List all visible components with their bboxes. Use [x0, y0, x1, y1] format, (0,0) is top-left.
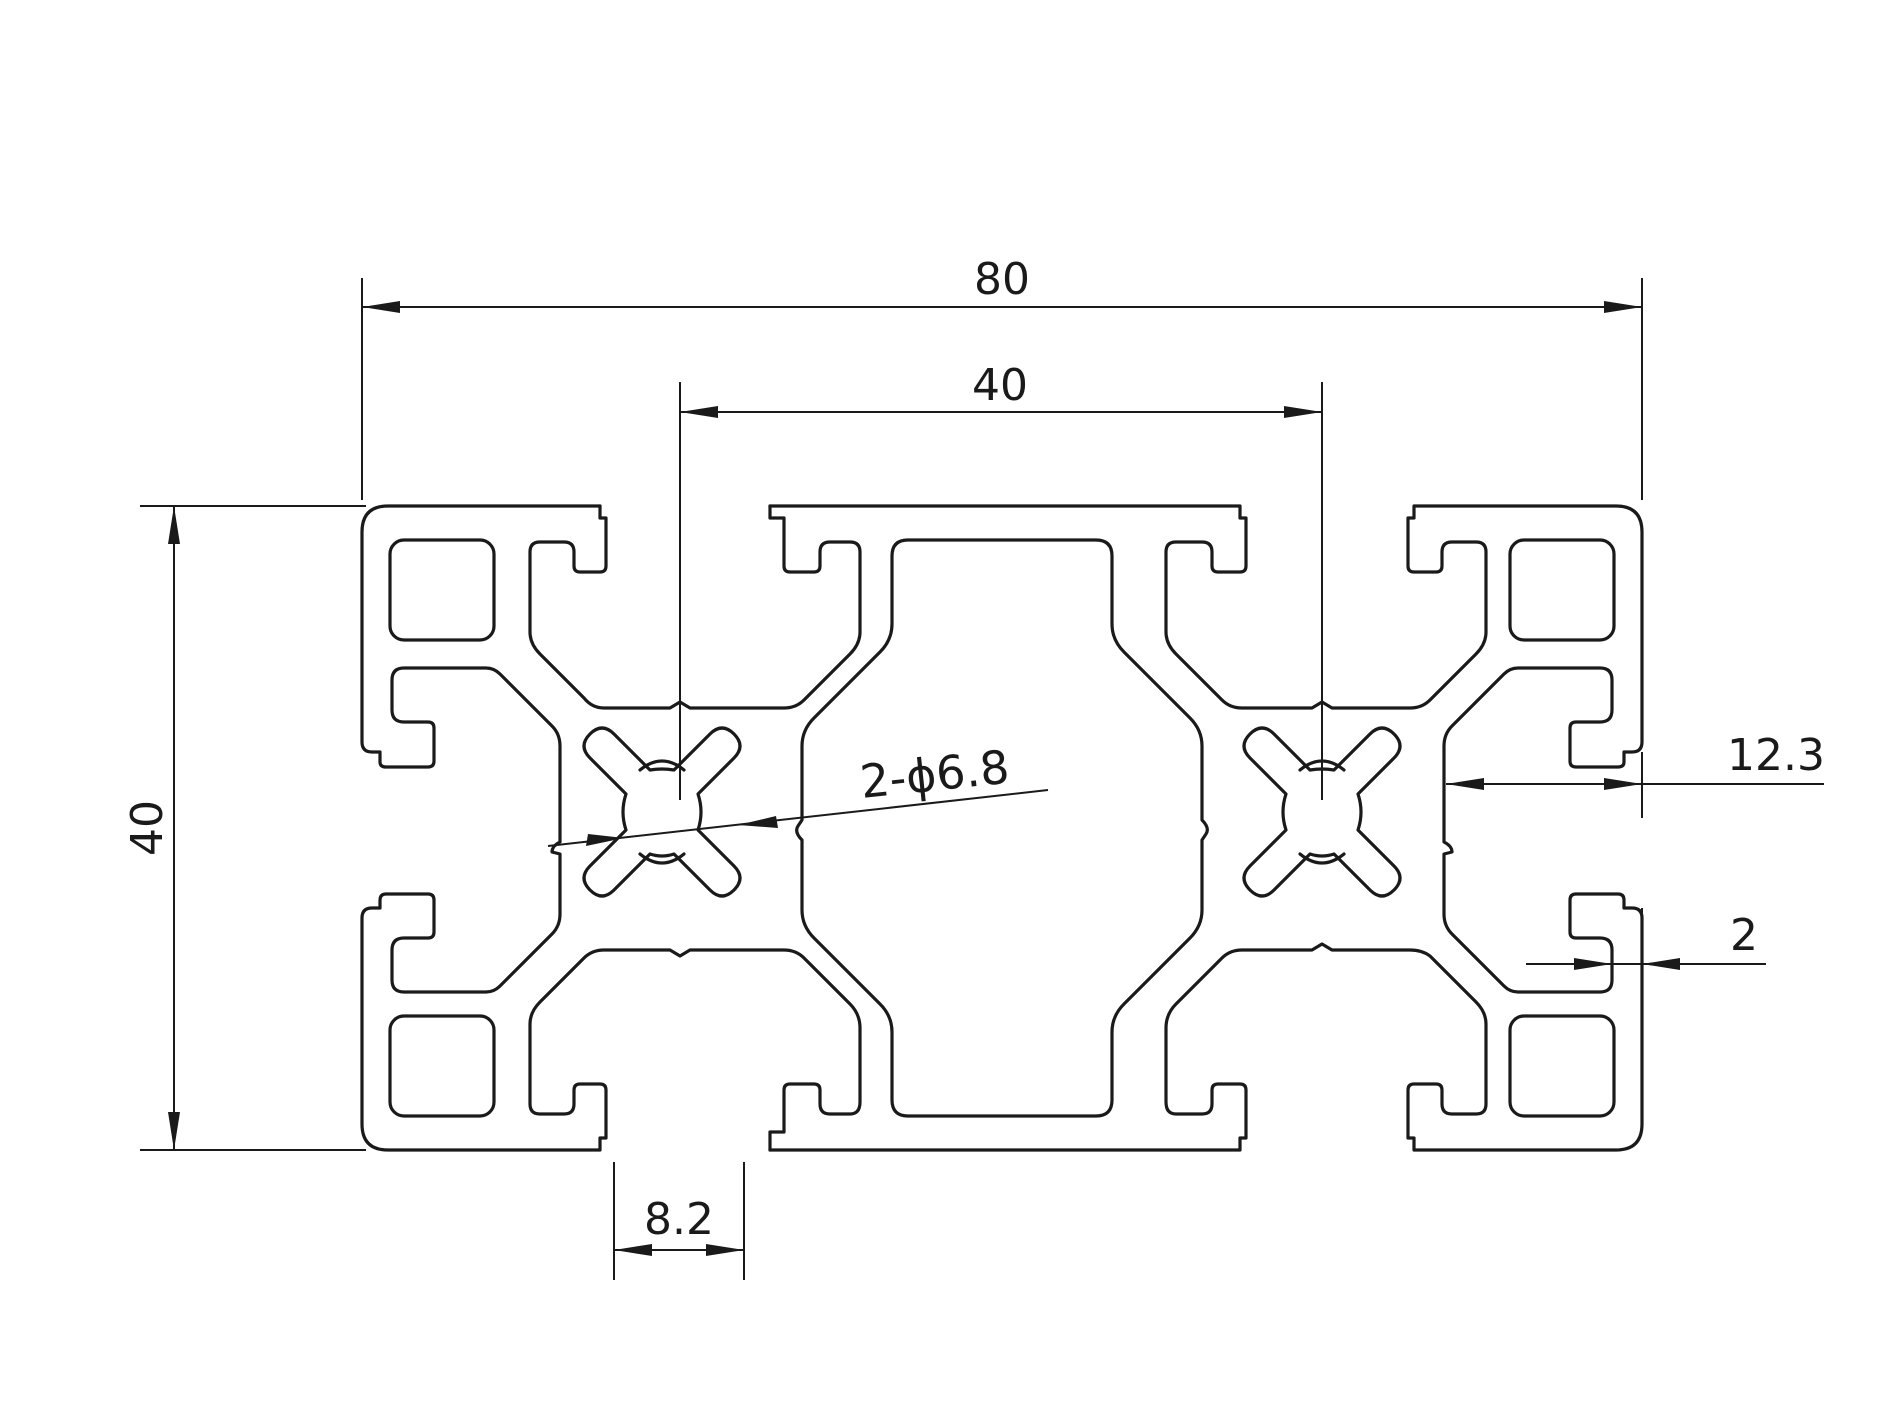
dim-overall-height: 40 [122, 505, 366, 1151]
cavity-bottom-left [388, 1014, 496, 1118]
outer-contour-left [360, 504, 862, 1152]
dim-wall-thickness-label: 2 [1730, 910, 1758, 961]
dim-slot-depth: 12.3 [1446, 730, 1825, 818]
cavity-bottom-right [1508, 1014, 1616, 1118]
dim-slot-opening-label: 8.2 [644, 1194, 714, 1245]
cavity-top-left [388, 538, 496, 642]
dim-slot-pitch-label: 40 [972, 360, 1028, 411]
dim-overall-width: 80 [361, 254, 1643, 500]
dim-hole-callout-label: 2-ϕ6.8 [858, 740, 1012, 809]
dim-overall-height-label: 40 [122, 800, 173, 856]
dim-slot-pitch: 40 [679, 360, 1323, 800]
left-core-bore [582, 726, 742, 898]
center-cavity [795, 538, 1209, 1118]
dim-overall-width-label: 80 [974, 254, 1030, 305]
cavity-top-right [1508, 538, 1616, 642]
dim-wall-thickness: 2 [1526, 908, 1766, 1000]
top-flange-center [768, 504, 1644, 1152]
left-top-slot [528, 504, 862, 710]
dim-slot-depth-label: 12.3 [1727, 730, 1825, 781]
dim-slot-opening: 8.2 [613, 1162, 745, 1280]
aluminum-profile-outline [360, 504, 1644, 1152]
